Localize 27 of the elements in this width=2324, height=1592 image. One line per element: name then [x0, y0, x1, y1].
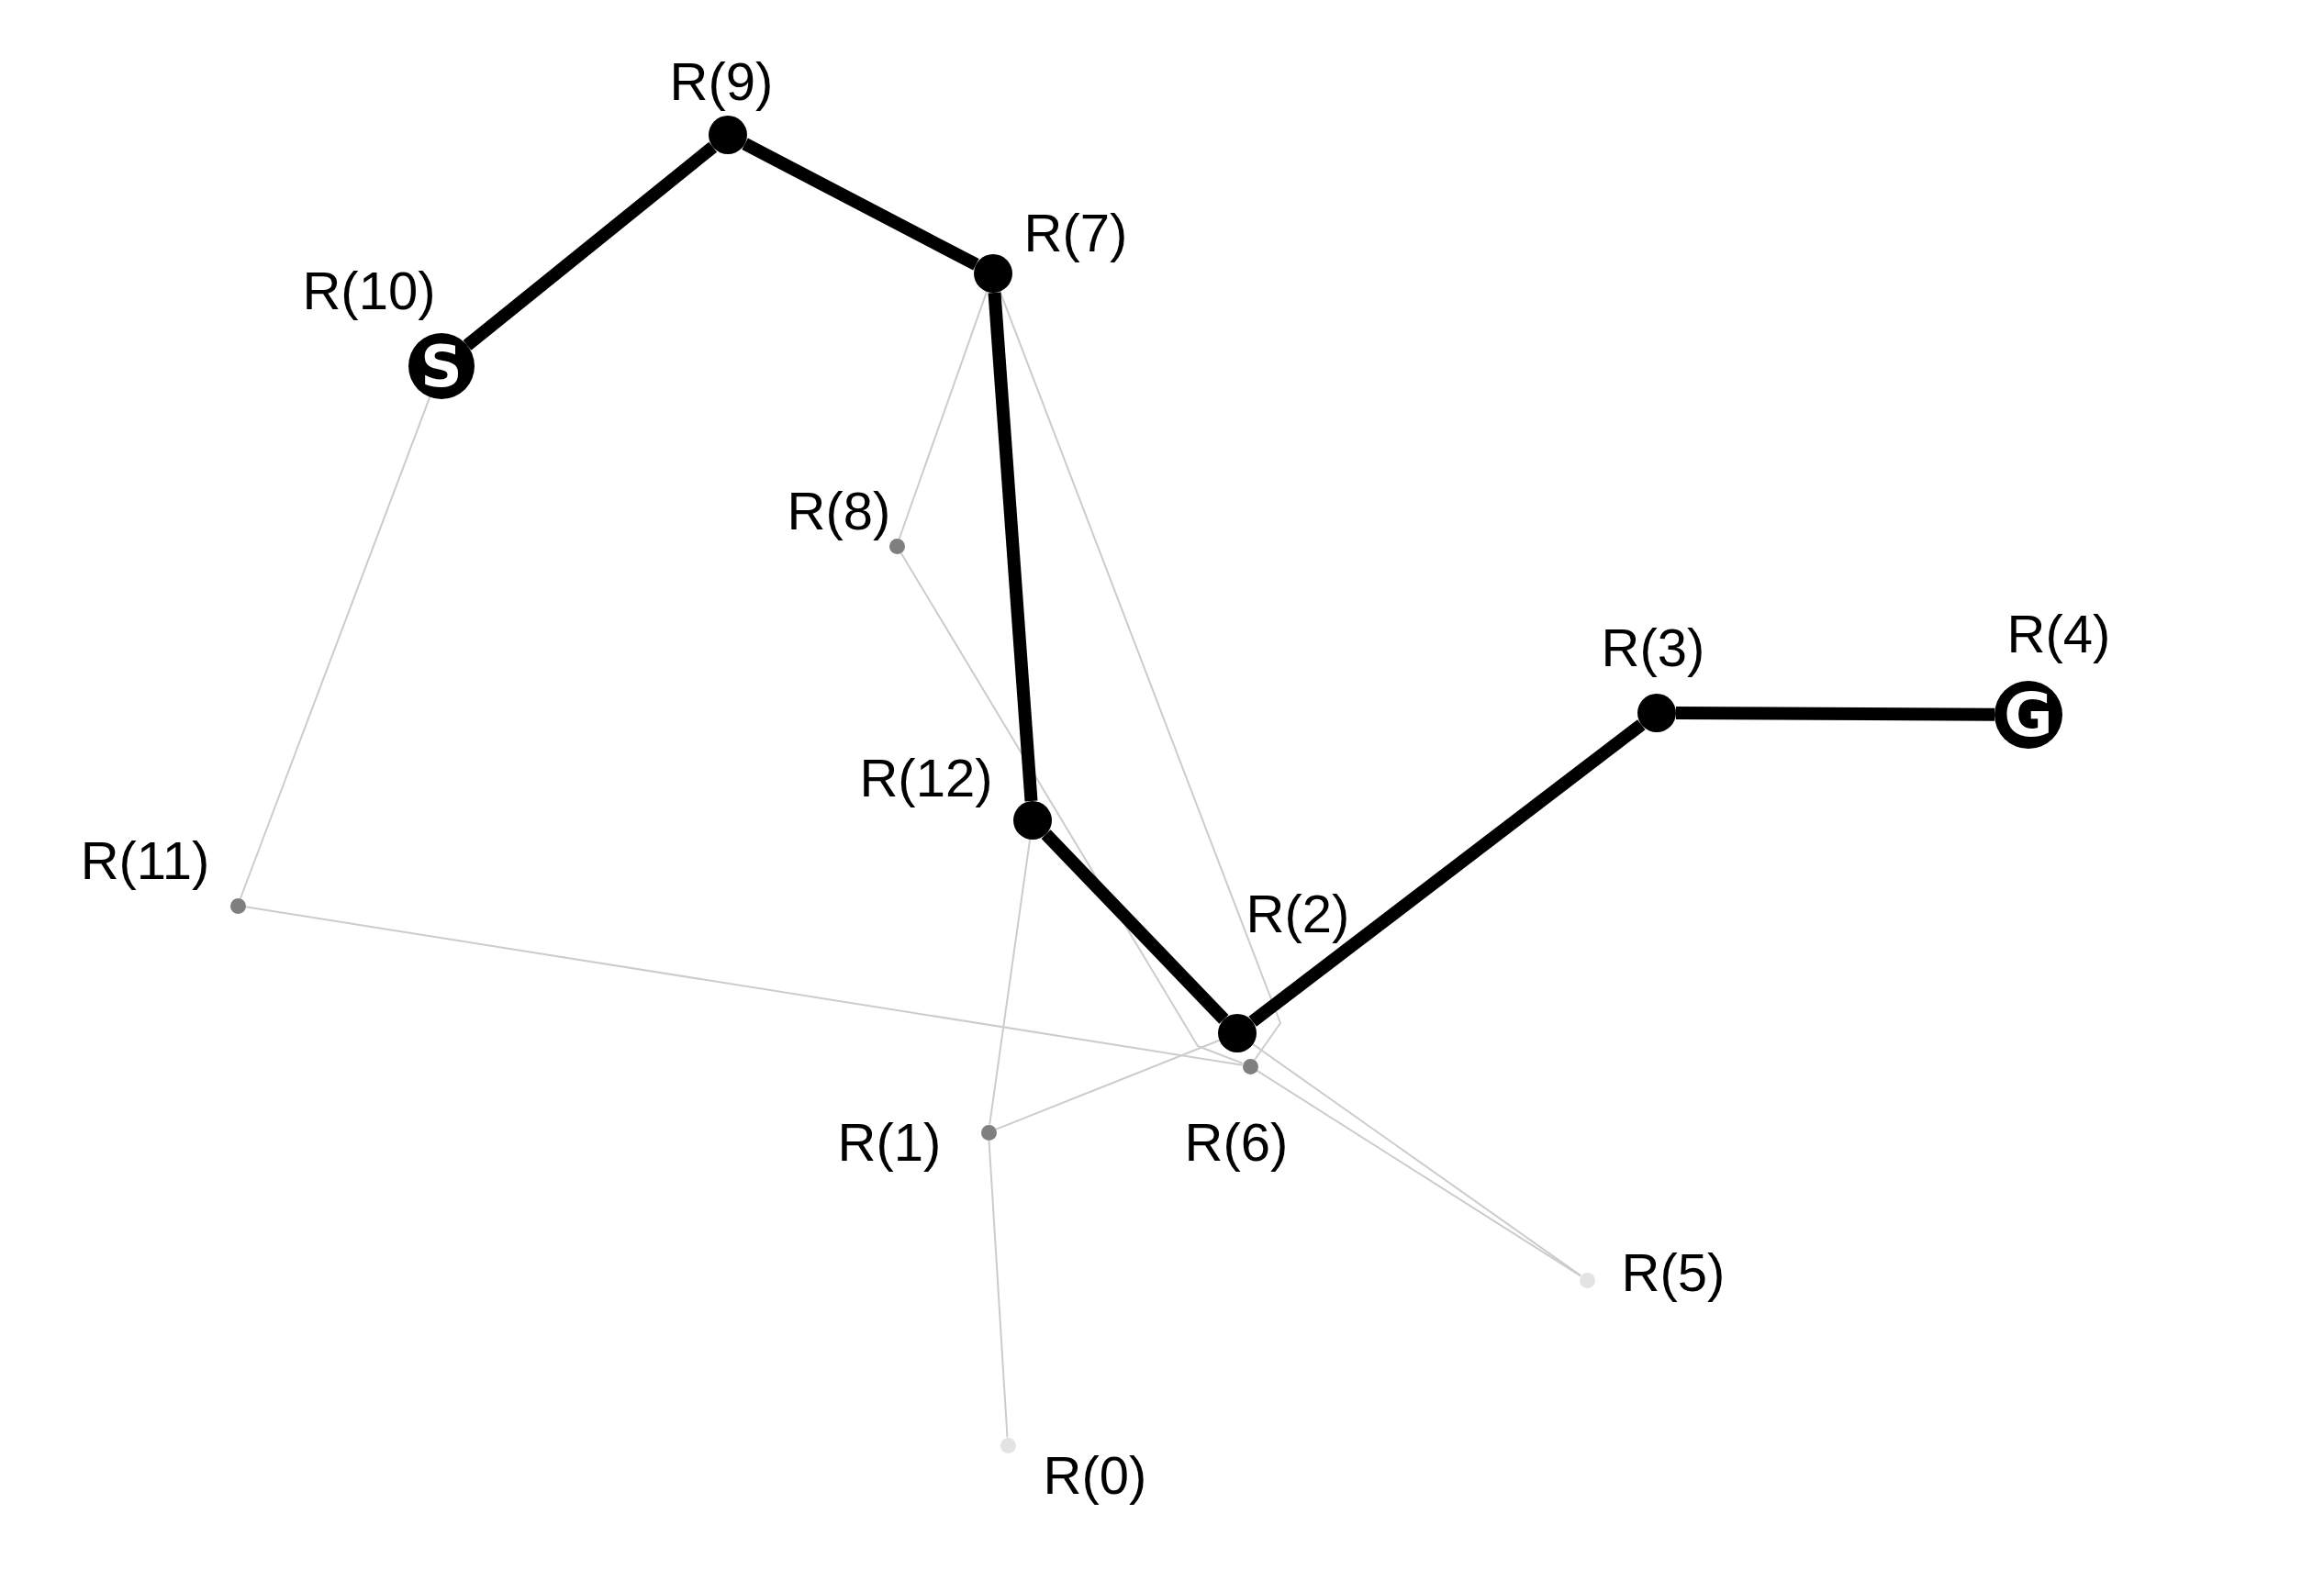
connector-line: [898, 290, 988, 540]
connector-line: [1675, 707, 1995, 721]
dot-icon: [974, 254, 1012, 293]
connector-line: [1041, 829, 1229, 1024]
dot-icon: [229, 897, 246, 914]
dot-icon: [1579, 1272, 1595, 1288]
connector-line: [994, 1039, 1221, 1130]
connector-line: [240, 395, 431, 899]
connector-line: [742, 138, 979, 271]
node-circle: G: [1994, 681, 2062, 749]
connector-line: [244, 906, 1244, 1066]
dot-icon: [888, 538, 905, 554]
connector-line: [989, 838, 1032, 1126]
dot-icon: [1242, 1058, 1258, 1074]
connector-line: [463, 141, 718, 351]
connector-line: [1248, 719, 1646, 1027]
connector-line: [988, 292, 1038, 802]
connector-line: [988, 1139, 1009, 1439]
node-circle: S: [408, 333, 475, 399]
dot-icon: [1000, 1437, 1016, 1453]
dot-icon: [709, 116, 747, 154]
dot-icon: [1637, 694, 1676, 732]
dot-icon: [1013, 801, 1052, 840]
dot-icon: [980, 1124, 997, 1141]
connector-line: [999, 290, 1281, 1061]
dot-icon: [1218, 1014, 1257, 1052]
connector-line: [899, 551, 1245, 1064]
